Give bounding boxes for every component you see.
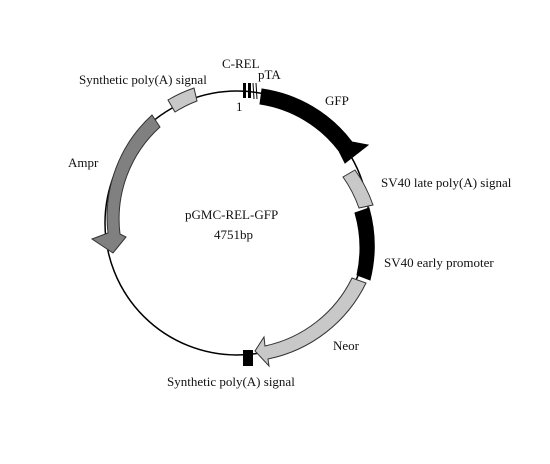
label-sv40-early-promoter: SV40 early promoter <box>384 255 494 270</box>
c-rel-marker <box>243 83 246 98</box>
pta-tick <box>252 82 255 100</box>
ampr-arrow <box>90 114 161 254</box>
gfp-arrow <box>259 88 370 164</box>
synthetic-polya-top-block <box>167 87 198 113</box>
label-gfp: GFP <box>325 93 349 108</box>
c-rel-marker-2 <box>248 83 251 98</box>
synthetic-polya-bottom-marker <box>243 350 253 366</box>
label-c-rel: C-REL <box>222 56 260 71</box>
label-origin: 1 <box>236 99 243 114</box>
label-sv40-late-polya: SV40 late poly(A) signal <box>381 175 512 190</box>
neor-arrow <box>254 277 367 368</box>
label-neor: Neor <box>333 338 360 353</box>
pta-tick-2 <box>255 82 258 100</box>
label-ampr: Ampr <box>68 155 99 170</box>
label-synthetic-polya-bottom: Synthetic poly(A) signal <box>167 374 295 389</box>
label-synthetic-polya-top: Synthetic poly(A) signal <box>79 72 207 87</box>
sv40-early-promoter-block <box>354 207 375 281</box>
plasmid-name: pGMC-REL-GFP <box>185 207 278 222</box>
sv40-late-polya-block <box>342 169 374 209</box>
plasmid-size: 4751bp <box>214 227 253 242</box>
label-pta: pTA <box>258 67 281 82</box>
